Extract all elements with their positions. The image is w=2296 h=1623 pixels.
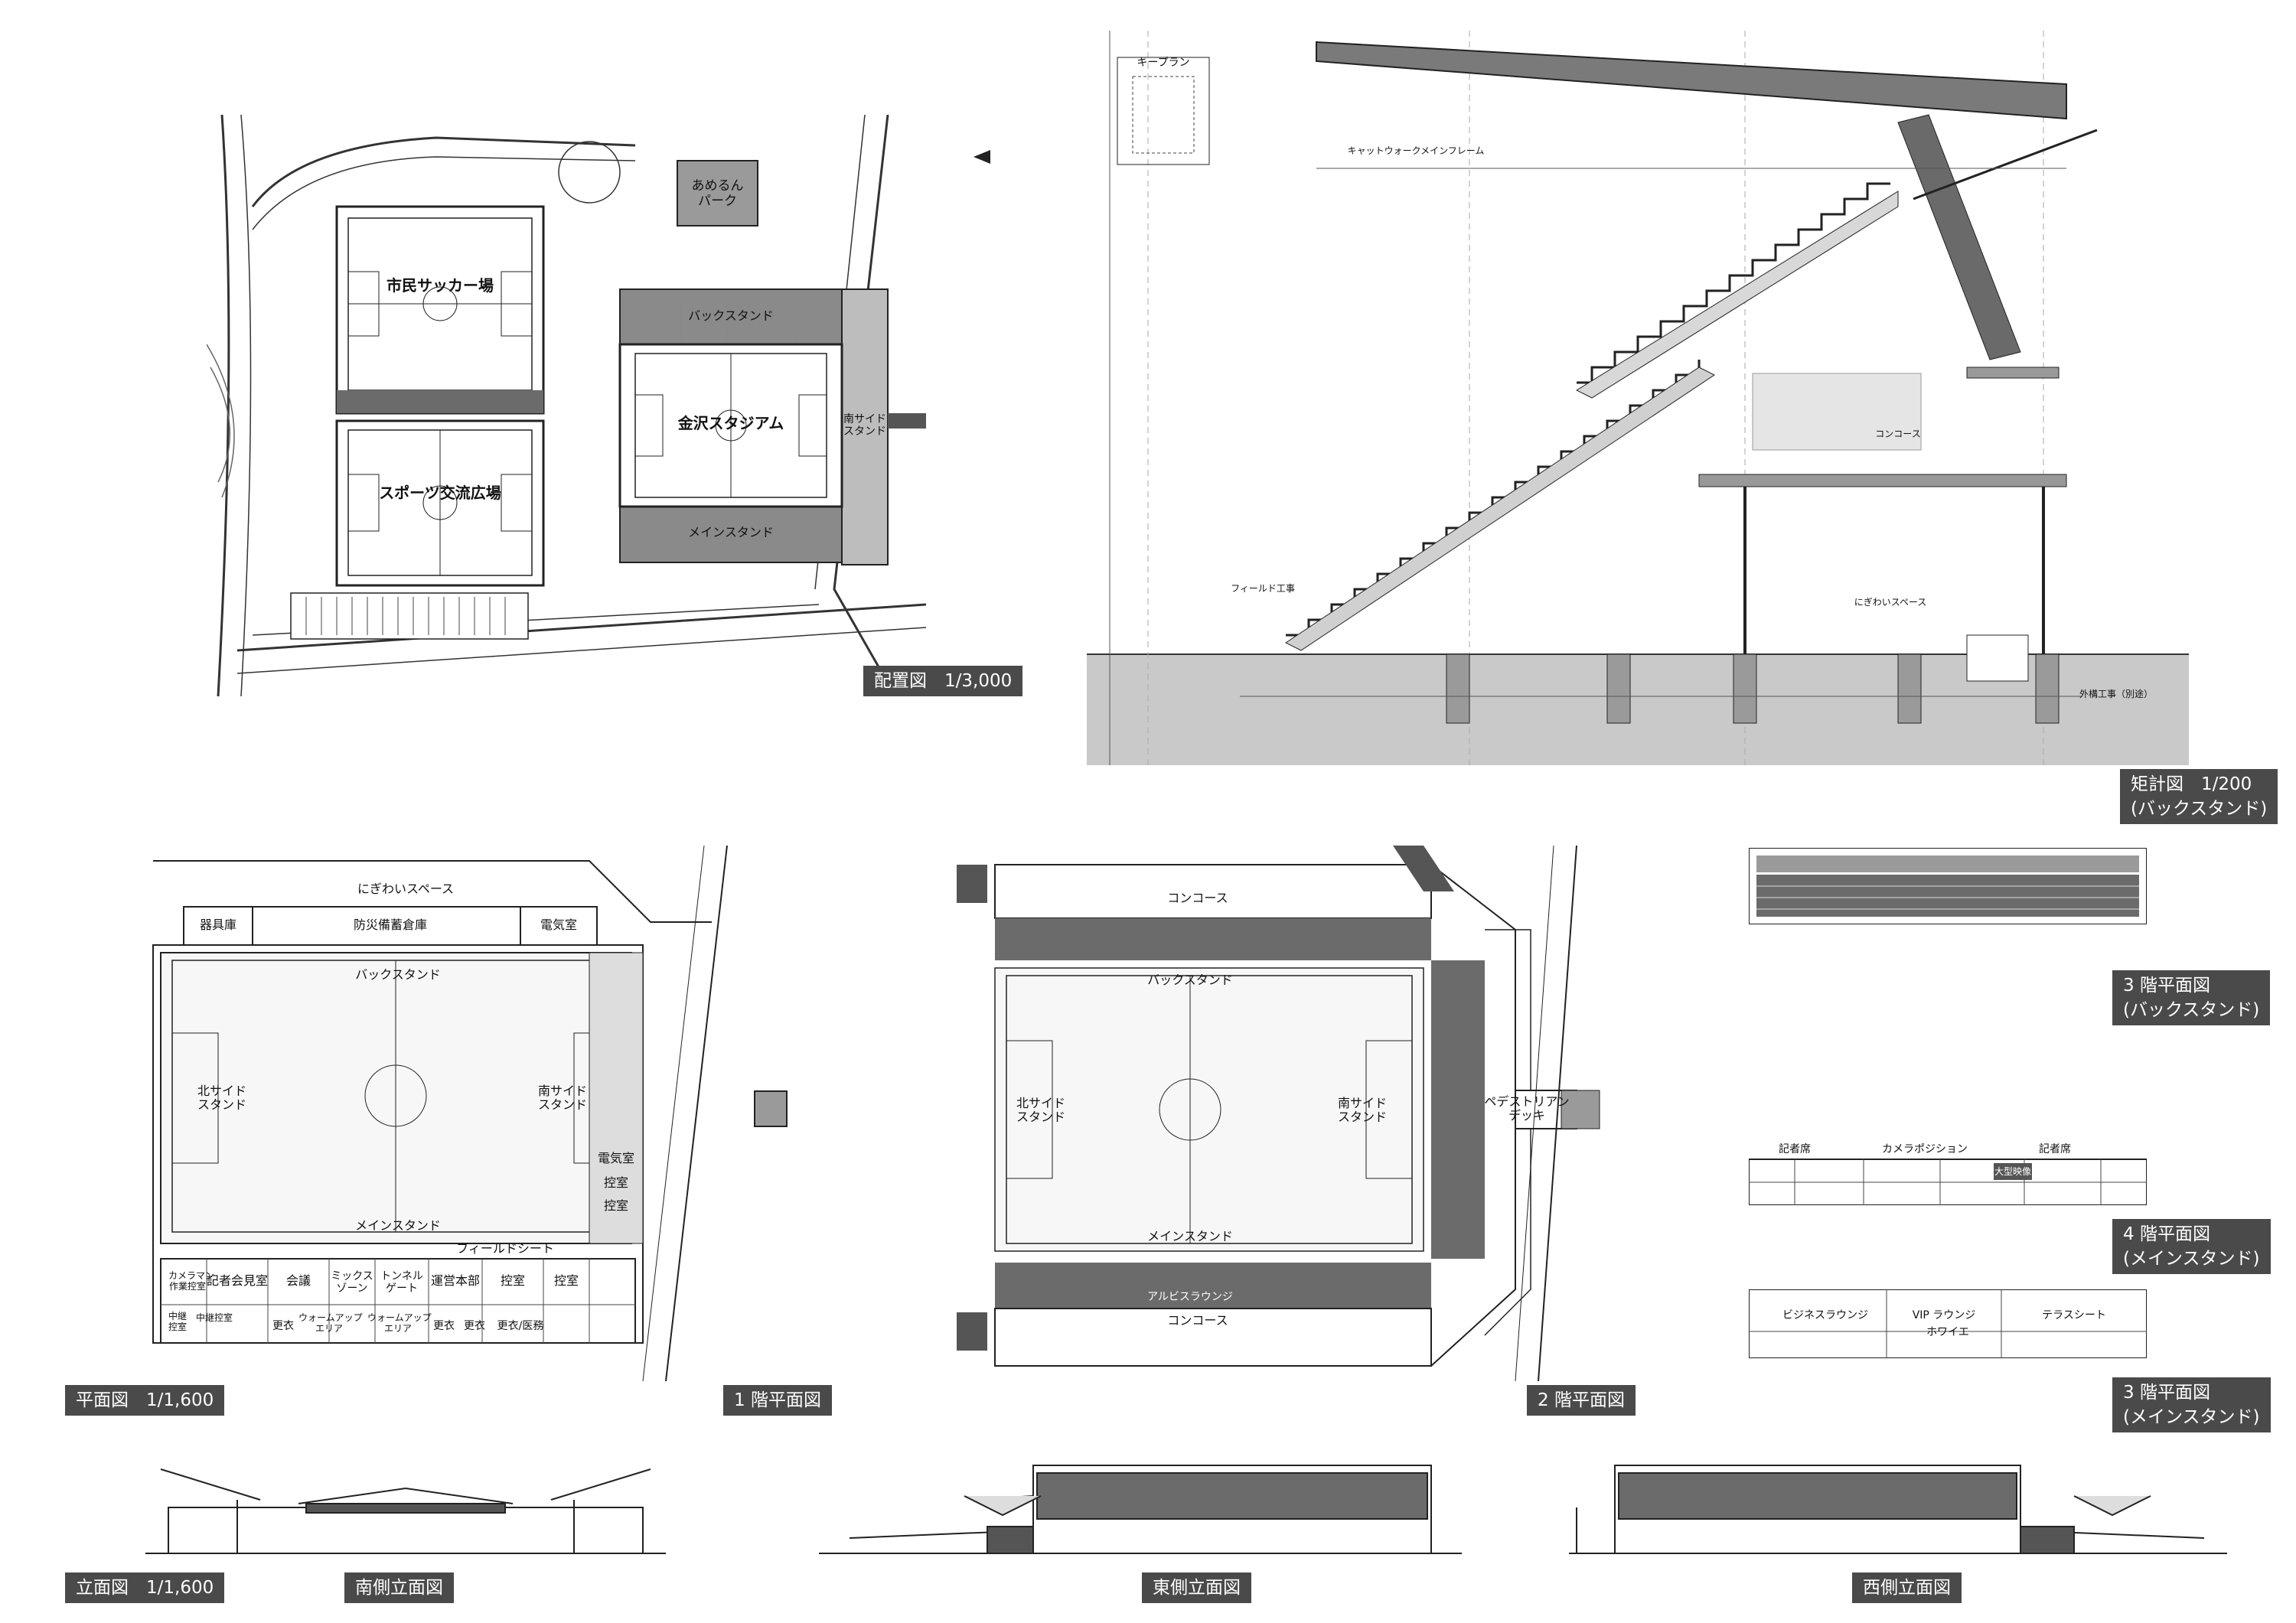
floor4-main-plan: 記者席 カメラポジション 記者席 大型映像 xyxy=(1749,1140,2147,1205)
f4-press-left: 記者席 xyxy=(1779,1143,1811,1155)
f2-south-side: 南サイド スタンド xyxy=(1337,1096,1387,1124)
floor4-main-caption: 4 階平面図 (メインスタンド) xyxy=(2112,1219,2271,1274)
f1-electric: 電気室 xyxy=(540,917,577,932)
floor3-main-plan: ビジネスラウンジ VIP ラウンジ ホワイエ テラスシート xyxy=(1749,1289,2147,1358)
north-arrow-icon xyxy=(974,150,990,164)
section-drawing: キープラン キャットウォークメインフレーム コンコース にぎわいスペース フィー… xyxy=(1087,31,2189,765)
f2-deck: ペデストリアン デッキ xyxy=(1484,1094,1570,1123)
main-stand-label: メインスタンド xyxy=(688,525,774,539)
f4-broadcast: 大型映像 xyxy=(1994,1166,2031,1177)
plan-scale-caption: 平面図 1/1,600 xyxy=(65,1385,225,1416)
exterior-work-label: 外構工事（別途） xyxy=(2079,689,2153,699)
f1-storage: 防災備蓄倉庫 xyxy=(353,917,427,932)
f4-press-right: 記者席 xyxy=(2039,1143,2071,1155)
f1-ops: 運営本部 xyxy=(430,1273,480,1288)
site-plan: 市民サッカー場 スポーツ交流広場 あめるん パーク バックスタンド 金沢スタジア… xyxy=(207,115,926,696)
floor3-main-svg xyxy=(1749,1289,2147,1358)
field-work-label: フィールド工事 xyxy=(1231,583,1295,594)
west-elevation xyxy=(1569,1465,2227,1554)
site-plan-drawing xyxy=(207,115,926,696)
f1-control1: 控室 xyxy=(603,1175,628,1190)
f2-lounge: アルビスラウンジ xyxy=(1147,1291,1233,1303)
floor4-main-svg xyxy=(1749,1159,2147,1205)
south-elevation xyxy=(145,1468,666,1554)
f3-business: ビジネスラウンジ xyxy=(1782,1309,1868,1322)
floor2-svg xyxy=(957,846,1600,1381)
elevations xyxy=(145,1454,2227,1561)
sports-field-label: スポーツ交流広場 xyxy=(379,484,501,502)
east-elevation-caption: 東側立面図 xyxy=(1142,1572,1251,1603)
elevations-svg xyxy=(145,1465,2227,1554)
f1-change1: 更衣 xyxy=(272,1320,294,1332)
f1-nigiwai: にぎわいスペース xyxy=(357,882,455,896)
floor1-plan: にぎわいスペース 器具庫 防災備蓄倉庫 電気室 バックスタンド 北サイド スタン… xyxy=(115,846,742,1381)
stadium-label: 金沢スタジアム xyxy=(677,414,784,432)
back-stand-label: バックスタンド xyxy=(688,308,774,323)
f1-change3: 更衣 xyxy=(464,1320,485,1332)
south-side-label: 南サイド スタンド xyxy=(843,413,886,438)
f2-main-stand: メインスタンド xyxy=(1147,1229,1233,1243)
west-elevation-caption: 西側立面図 xyxy=(1852,1572,1962,1603)
floor1-caption: 1 階平面図 xyxy=(723,1385,832,1416)
f1-equipment: 器具庫 xyxy=(199,917,236,932)
south-elevation-caption: 南側立面図 xyxy=(344,1572,454,1603)
floor3-back-caption: 3 階平面図 (バックスタンド) xyxy=(2112,970,2271,1025)
section-svg xyxy=(1087,31,2189,765)
f2-back-stand: バックスタンド xyxy=(1147,973,1233,987)
f2-concourse-top: コンコース xyxy=(1167,891,1228,905)
f1-warmup1: ウォームアップ エリア xyxy=(298,1312,363,1334)
floor3-back-svg xyxy=(1749,848,2147,924)
f1-press: 記者会見室 xyxy=(207,1273,269,1288)
civic-field-label: 市民サッカー場 xyxy=(386,276,494,295)
floor3-main-caption: 3 階平面図 (メインスタンド) xyxy=(2112,1377,2271,1432)
f1-meeting: 会議 xyxy=(285,1273,311,1288)
f2-concourse-bottom: コンコース xyxy=(1167,1313,1228,1328)
floor1-svg xyxy=(152,846,728,1381)
f1-change2: 更衣 xyxy=(433,1320,455,1332)
f3-foyer: ホワイエ xyxy=(1926,1326,1969,1338)
f1-electric2: 電気室 xyxy=(597,1151,634,1165)
f1-main-stand: メインスタンド xyxy=(355,1218,441,1233)
f1-field-seat: フィールドシート xyxy=(456,1241,554,1256)
f1-tunnel: トンネル ゲート xyxy=(380,1270,423,1295)
section-caption: 矩計図 1/200 (バックスタンド) xyxy=(2120,769,2278,824)
f1-warmup2: ウォームアップ エリア xyxy=(367,1312,432,1334)
elevation-scale-caption: 立面図 1/1,600 xyxy=(65,1572,225,1603)
f1-back-stand: バックスタンド xyxy=(355,967,441,982)
f1-relay2: 中継控室 xyxy=(195,1312,233,1323)
park-label: あめるん パーク xyxy=(691,178,744,209)
f1-change4: 更衣/医務 xyxy=(497,1320,544,1332)
floor2-caption: 2 階平面図 xyxy=(1527,1385,1636,1416)
f1-deck-icon xyxy=(754,1090,788,1127)
f1-control4: 控室 xyxy=(553,1273,579,1288)
f1-north-side: 北サイド スタンド xyxy=(197,1084,246,1112)
f1-control2: 控室 xyxy=(603,1198,628,1213)
main-frame-label: キャットウォークメインフレーム xyxy=(1347,145,1485,156)
site-plan-caption: 配置図 1/3,000 xyxy=(863,666,1023,696)
f1-south-side: 南サイド スタンド xyxy=(537,1084,587,1112)
f3-vip: VIP ラウンジ xyxy=(1912,1309,1976,1322)
concourse-section-label: コンコース xyxy=(1875,429,1921,439)
f4-camera: カメラポジション xyxy=(1882,1143,1968,1155)
f1-mixed: ミックス ゾーン xyxy=(331,1270,373,1295)
free-space-section-label: にぎわいスペース xyxy=(1854,597,1927,608)
f1-relay: 中継 控室 xyxy=(168,1311,187,1332)
key-plan-label: キープラン xyxy=(1137,57,1190,69)
f3-terrace: テラスシート xyxy=(2042,1309,2106,1322)
f1-control3: 控室 xyxy=(500,1273,525,1288)
floor2-plan: コンコース バックスタンド 北サイド スタンド 南サイド スタンド メインスタン… xyxy=(949,846,1615,1381)
f2-north-side: 北サイド スタンド xyxy=(1016,1096,1065,1124)
f1-camera: カメラマン 作業控室 xyxy=(168,1270,215,1292)
east-elevation xyxy=(819,1465,1462,1554)
floor3-back-plan xyxy=(1749,848,2147,924)
